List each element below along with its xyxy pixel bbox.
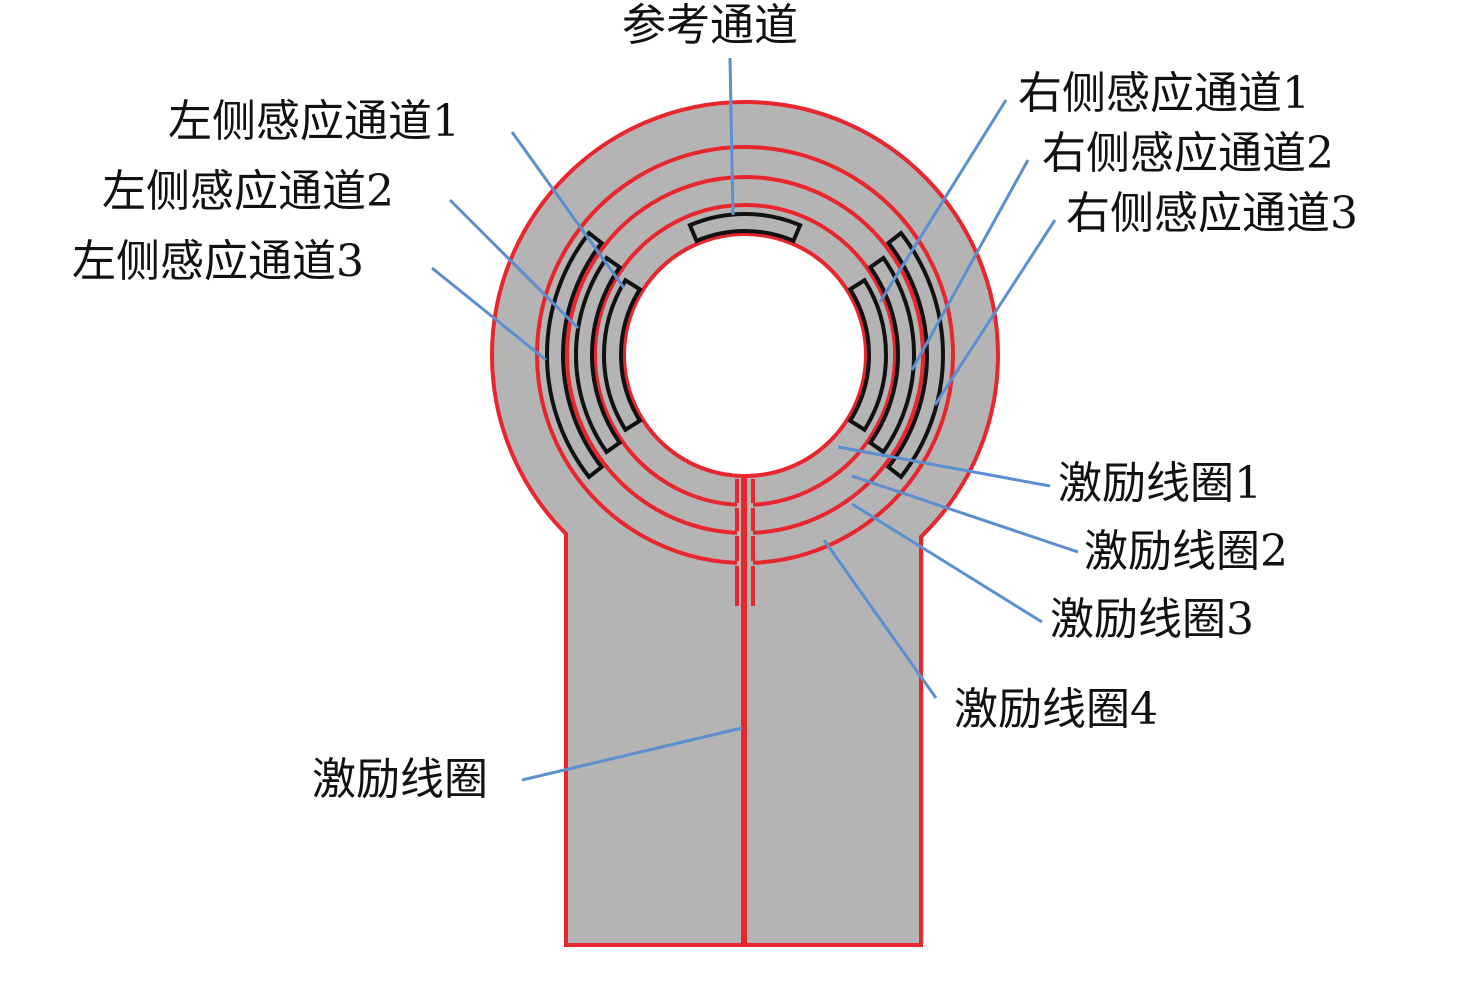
label-right-2: 右侧感应通道2 bbox=[1042, 128, 1334, 179]
label-coil-1: 激励线圈1 bbox=[1058, 458, 1262, 509]
coil-ring-2 bbox=[593, 203, 897, 507]
leader-line bbox=[933, 219, 1057, 406]
left-channel-2 bbox=[574, 255, 623, 455]
label-coil-2: 激励线圈2 bbox=[1084, 526, 1288, 577]
label-left-2: 左侧感应通道2 bbox=[102, 166, 394, 217]
label-coil: 激励线圈 bbox=[312, 754, 488, 805]
reference-channel bbox=[687, 212, 803, 244]
label-right-3: 右侧感应通道3 bbox=[1066, 188, 1358, 239]
leader-left-1 bbox=[510, 131, 626, 289]
leader-reference bbox=[728, 57, 735, 216]
right-channel-2 bbox=[867, 255, 916, 455]
leader-line bbox=[878, 99, 1008, 303]
leader-line bbox=[431, 266, 547, 362]
leader-line bbox=[521, 726, 743, 782]
leader-line bbox=[851, 502, 1043, 624]
left-channel-1 bbox=[602, 277, 643, 433]
label-left-1: 左侧感应通道1 bbox=[168, 96, 460, 147]
leader-line bbox=[910, 159, 1030, 371]
left-channel-3 bbox=[545, 230, 605, 480]
leader-line bbox=[448, 198, 580, 330]
leader-line bbox=[837, 445, 1051, 488]
label-coil-3: 激励线圈3 bbox=[1050, 594, 1254, 645]
label-coil-4: 激励线圈4 bbox=[954, 684, 1158, 735]
coil-ring-3 bbox=[565, 175, 925, 535]
coil-ring-4 bbox=[535, 145, 955, 565]
label-reference: 参考通道 bbox=[622, 0, 798, 51]
right-channel-3 bbox=[885, 230, 945, 480]
leader-line bbox=[851, 474, 1079, 554]
inner-hole bbox=[622, 232, 868, 478]
label-left-3: 左侧感应通道3 bbox=[72, 236, 364, 287]
right-channel-1 bbox=[847, 277, 888, 433]
leader-line bbox=[822, 539, 938, 699]
label-right-1: 右侧感应通道1 bbox=[1018, 68, 1310, 119]
